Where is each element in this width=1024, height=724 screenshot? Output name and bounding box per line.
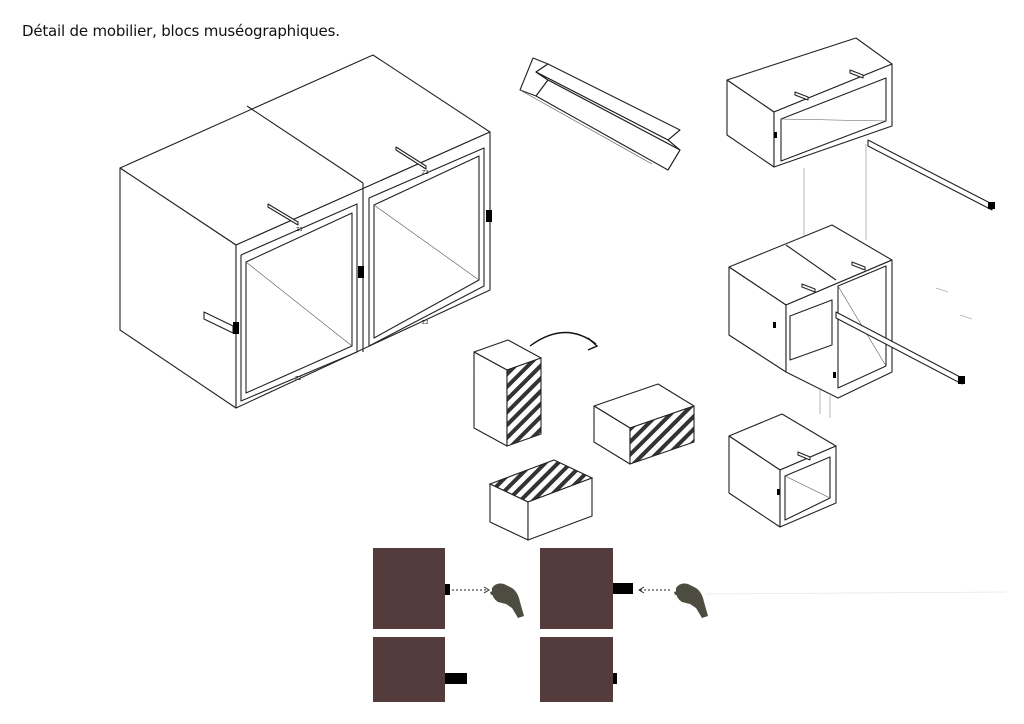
hand-icon bbox=[490, 583, 524, 618]
svg-text:Z3: Z3 bbox=[296, 227, 303, 233]
svg-text:Z3: Z3 bbox=[422, 170, 429, 176]
exploded-stack bbox=[726, 37, 995, 528]
dotted-arrow-icon bbox=[452, 586, 490, 594]
hand-icon bbox=[674, 583, 708, 618]
arrow-curved-icon bbox=[529, 331, 599, 351]
rotation-blocks bbox=[473, 331, 695, 541]
large-double-module: Z3 Z3 Z2 Z2 bbox=[119, 54, 492, 409]
handle-panels bbox=[373, 548, 1007, 702]
svg-text:Z2: Z2 bbox=[422, 320, 429, 326]
page-title: Détail de mobilier, blocs muséographique… bbox=[22, 22, 340, 40]
dotted-arrow-icon bbox=[638, 586, 672, 594]
folded-beam bbox=[519, 57, 681, 171]
svg-text:Z2: Z2 bbox=[295, 376, 302, 382]
